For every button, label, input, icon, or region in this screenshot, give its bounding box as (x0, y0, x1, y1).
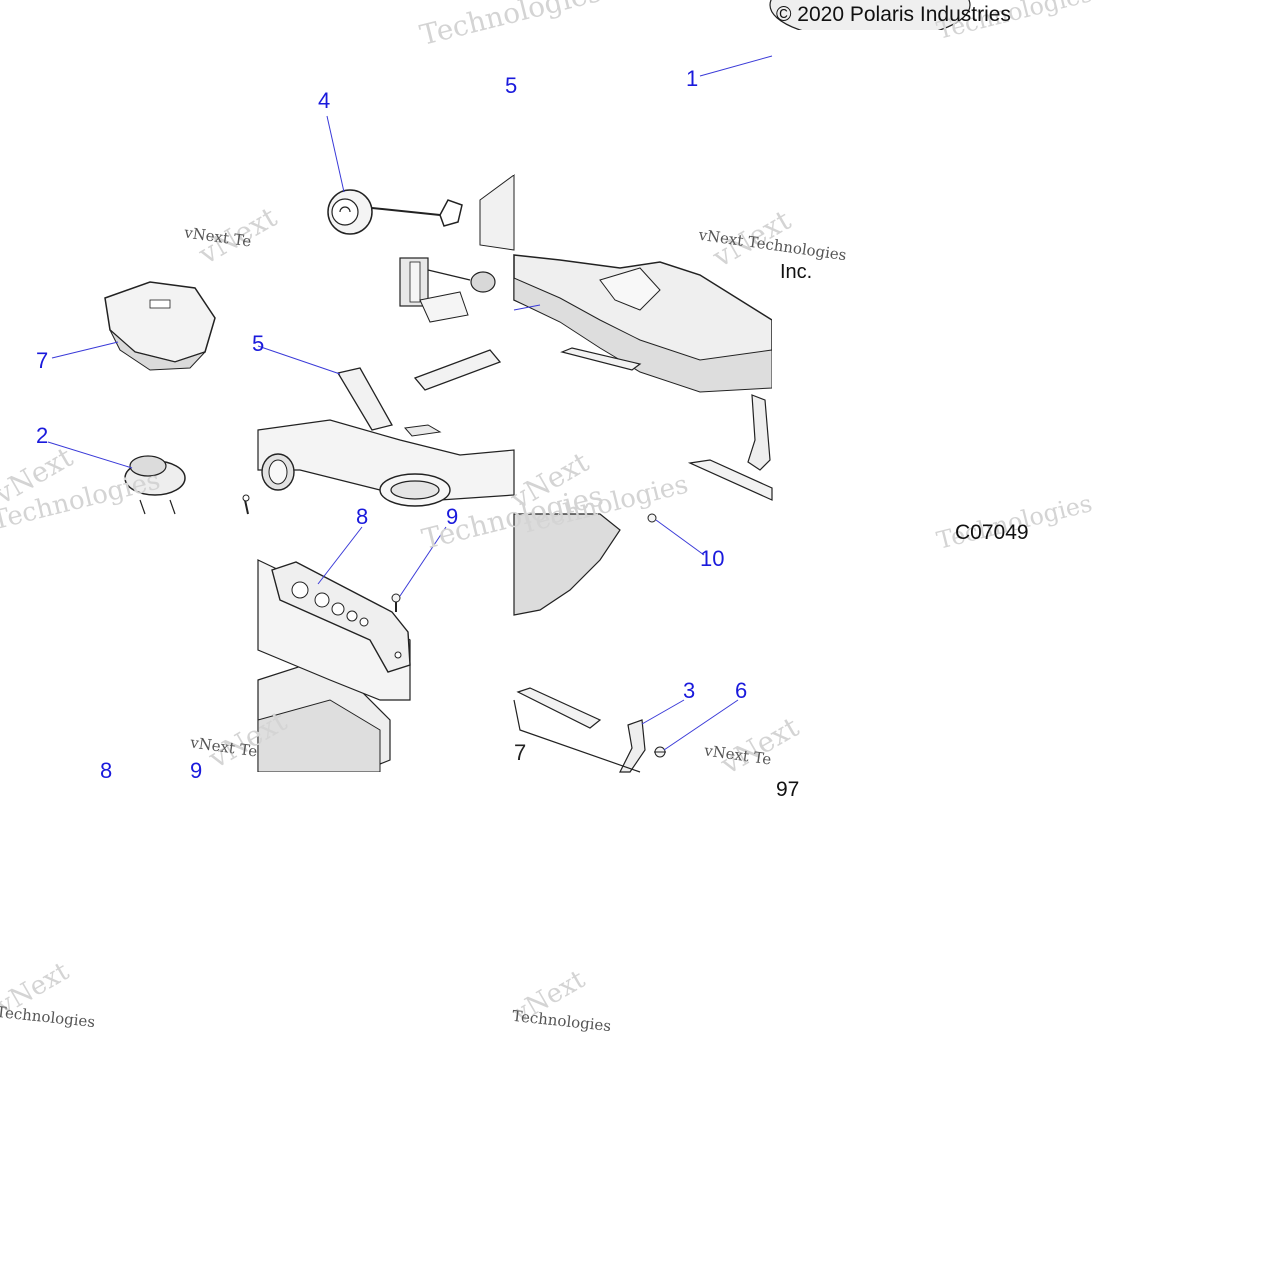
callout-7: 7 (514, 740, 527, 765)
callout-5: 5 (252, 331, 265, 356)
callout-3: 3 (683, 678, 696, 703)
leader-lines (47, 55, 773, 751)
diagram-code: C07049 (955, 521, 1029, 544)
callout-8: 8 (100, 758, 113, 783)
callout-1: 1 (686, 66, 699, 91)
sending-unit-part (399, 257, 496, 323)
callout-5: 5 (505, 73, 518, 98)
fuel-pump-part (124, 455, 250, 515)
bolt-parts (391, 513, 666, 758)
callout-10: 10 (700, 546, 725, 571)
fuel-cap-part (327, 189, 463, 235)
strap-part (513, 394, 771, 773)
copyright-notice: © 2020 Polaris Industries (776, 3, 1011, 26)
filler-neck-part (261, 424, 451, 507)
callout-4: 4 (318, 88, 331, 113)
foam-pad-parts (336, 347, 773, 729)
callout-6: 6 (735, 678, 748, 703)
diagram-code-tail: 97 (776, 778, 800, 801)
callout-9: 9 (190, 758, 203, 783)
cover-part (104, 281, 216, 371)
bracket-part (271, 561, 411, 673)
callout-8: 8 (356, 504, 369, 529)
callout-7: 7 (36, 348, 49, 373)
callout-9: 9 (446, 504, 459, 529)
copyright-suffix: Inc. (780, 261, 813, 283)
callout-2: 2 (36, 423, 49, 448)
